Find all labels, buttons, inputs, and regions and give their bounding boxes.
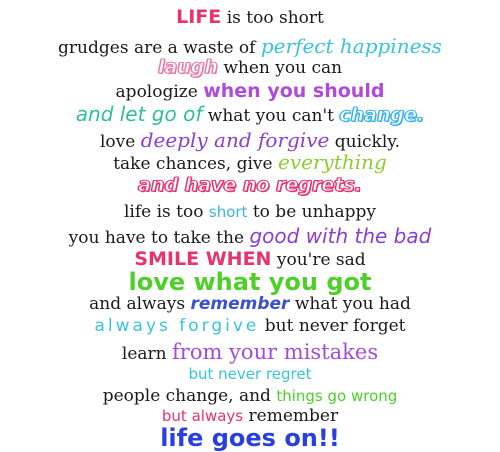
- poem-segment: life is too: [123, 202, 209, 222]
- poem-segment: perfect happiness: [260, 34, 442, 58]
- poem-line: and have no regrets.: [0, 174, 500, 196]
- poem-line: and always remember what you had: [0, 296, 500, 313]
- poem-line: LIFE is too short: [0, 8, 500, 27]
- poem-segment: short: [208, 203, 248, 221]
- poem-segment: love: [99, 132, 141, 152]
- poem-line: life is too short to be unhappy: [0, 204, 500, 221]
- poem-segment: when you should: [203, 80, 385, 102]
- poem-segment: remember: [243, 406, 339, 426]
- poem-segment: quickly.: [329, 132, 401, 152]
- poem-line: SMILE WHEN you're sad: [0, 250, 500, 269]
- poem-segment: deeply and forgive: [140, 128, 330, 152]
- poem-segment: laugh: [157, 56, 218, 78]
- poem-segment: and always: [89, 294, 191, 314]
- poem-segment: you're sad: [271, 250, 366, 270]
- poem-line: apologize when you should: [0, 82, 500, 101]
- poem-line: learn from your mistakes: [0, 342, 500, 363]
- poem-line: but always remember: [0, 408, 500, 425]
- poem-line: love deeply and forgive quickly.: [0, 130, 500, 151]
- poem-line: life goes on!!: [0, 426, 500, 450]
- poem-segment: SMILE WHEN: [134, 248, 272, 270]
- poem-segment: people change, and: [102, 386, 277, 406]
- poem-segment: and have no regrets.: [138, 174, 363, 196]
- poem-segment: always forgive: [94, 316, 260, 336]
- poem-segment: when you can: [217, 58, 343, 78]
- poem-segment: is too short: [221, 8, 324, 28]
- poem-line: love what you got: [0, 270, 500, 294]
- poem-segment: from your mistakes: [172, 340, 379, 364]
- poem-segment: and let go of: [75, 102, 203, 126]
- poem-segment: remember: [190, 294, 290, 314]
- poem-segment: change.: [339, 104, 425, 126]
- poem-segment: to be unhappy: [247, 202, 377, 222]
- poem-segment: you have to take the: [68, 228, 250, 248]
- poem-line: and let go of what you can't change.: [0, 104, 500, 125]
- poem-segment: what you had: [289, 294, 411, 314]
- poem-line: people change, and things go wrong: [0, 388, 500, 405]
- poem-segment: things go wrong: [276, 387, 398, 405]
- poem-segment: love what you got: [128, 268, 372, 296]
- poem-line: always forgive but never forget: [0, 318, 500, 335]
- poem-segment: but always: [161, 407, 244, 425]
- poem-segment: good with the bad: [249, 224, 432, 248]
- poem-line: but never regret: [0, 366, 500, 382]
- poem-segment: but never forget: [259, 316, 406, 336]
- poem-segment: grudges are a waste of: [58, 38, 261, 58]
- poem-segment: everything: [277, 150, 387, 174]
- poem-segment: life goes on!!: [160, 424, 340, 452]
- poem-segment: take chances, give: [113, 154, 278, 174]
- poem-segment: learn: [121, 344, 173, 364]
- poem-line: grudges are a waste of perfect happiness: [0, 36, 500, 57]
- poem-line: you have to take the good with the bad: [0, 226, 500, 247]
- poem-segment: but never regret: [188, 365, 312, 383]
- poem-line: laugh when you can: [0, 56, 500, 78]
- poem-segment: apologize: [115, 82, 204, 102]
- poem-segment: what you can't: [202, 106, 340, 126]
- poem-segment: LIFE: [176, 6, 222, 28]
- poem-line: take chances, give everything: [0, 152, 500, 173]
